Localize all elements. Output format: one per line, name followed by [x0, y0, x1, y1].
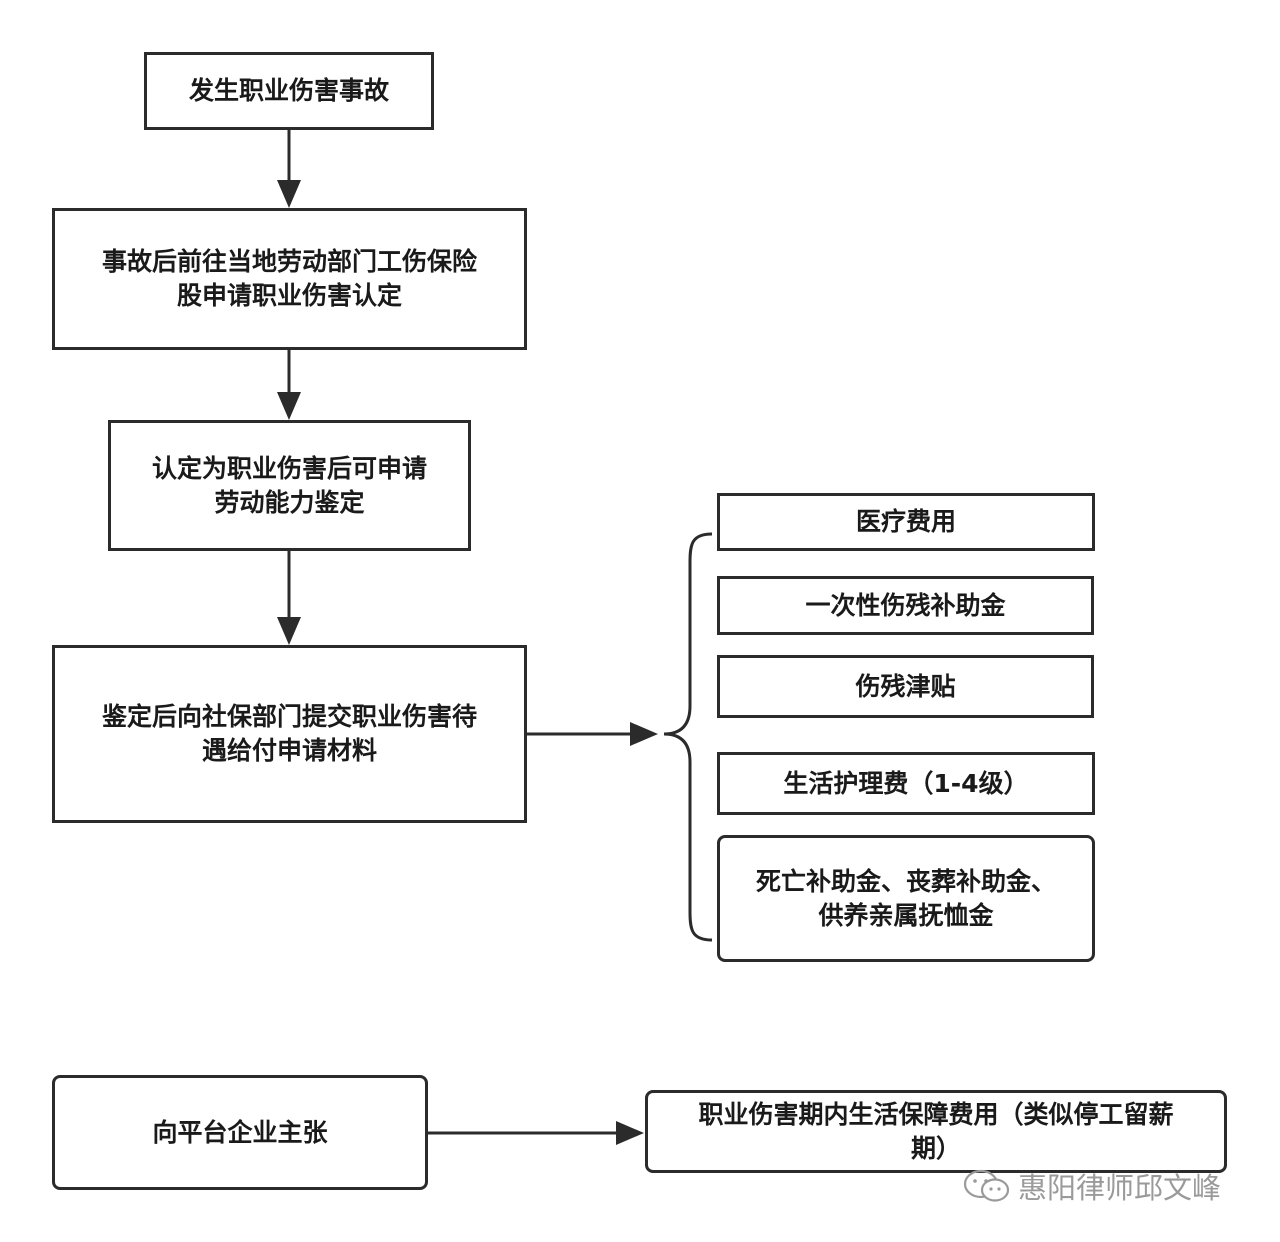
claim-living-security-expenses: 职业伤害期内生活保障费用（类似停工留薪 期） — [645, 1090, 1227, 1173]
benefit-label: 死亡补助金、丧葬补助金、 供养亲属抚恤金 — [755, 866, 1056, 930]
benefit-one-time-disability-subsidy: 一次性伤残补助金 — [717, 576, 1094, 635]
arrow-3-to-4-head — [277, 617, 301, 645]
benefit-nursing-care-fee: 生活护理费（1-4级） — [717, 752, 1095, 815]
step-accident-occurs: 发生职业伤害事故 — [144, 52, 434, 130]
claim-source-label: 向平台企业主张 — [152, 1117, 328, 1147]
wechat-icon — [963, 1169, 1010, 1202]
benefit-label: 生活护理费（1-4级） — [783, 768, 1029, 798]
arrow-1-to-2-head — [277, 180, 301, 208]
benefits-brace — [663, 532, 713, 942]
claim-target-label: 职业伤害期内生活保障费用（类似停工留薪 期） — [698, 1099, 1174, 1163]
arrow-claim-head — [616, 1121, 644, 1145]
arrow-4-to-benefits-head — [630, 722, 658, 746]
benefit-label: 医疗费用 — [855, 507, 956, 536]
step-apply-labor-capacity-appraisal: 认定为职业伤害后可申请 劳动能力鉴定 — [108, 420, 471, 551]
benefit-medical-expenses: 医疗费用 — [717, 493, 1095, 551]
step-apply-injury-recognition: 事故后前往当地劳动部门工伤保险 股申请职业伤害认定 — [52, 208, 527, 350]
benefit-label: 伤残津贴 — [855, 671, 956, 701]
benefit-death-funeral-dependents: 死亡补助金、丧葬补助金、 供养亲属抚恤金 — [717, 835, 1095, 962]
step-submit-benefit-application-label: 鉴定后向社保部门提交职业伤害待 遇给付申请材料 — [101, 702, 477, 765]
benefit-disability-allowance: 伤残津贴 — [717, 655, 1094, 718]
step-submit-benefit-application: 鉴定后向社保部门提交职业伤害待 遇给付申请材料 — [52, 645, 527, 823]
arrow-2-to-3-head — [277, 392, 301, 420]
benefit-label: 一次性伤残补助金 — [805, 590, 1006, 620]
step-accident-occurs-label: 发生职业伤害事故 — [188, 76, 389, 105]
claim-against-platform-enterprise: 向平台企业主张 — [52, 1075, 428, 1190]
step-apply-injury-recognition-label: 事故后前往当地劳动部门工伤保险 股申请职业伤害认定 — [101, 247, 477, 310]
watermark: 惠阳律师邱文峰 — [962, 1165, 1221, 1207]
step-apply-labor-capacity-appraisal-label: 认定为职业伤害后可申请 劳动能力鉴定 — [151, 453, 427, 517]
watermark-text: 惠阳律师邱文峰 — [1018, 1171, 1222, 1205]
